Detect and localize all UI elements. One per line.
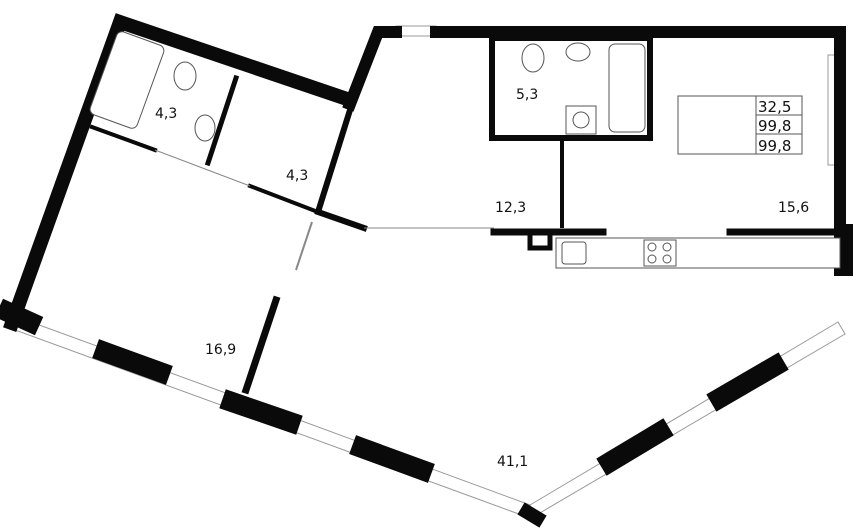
wall-storage — [247, 183, 321, 215]
wall-hall — [314, 106, 368, 232]
kitchen-counter — [555, 237, 841, 269]
pier — [596, 418, 674, 476]
burner — [662, 254, 672, 264]
pier — [349, 435, 435, 483]
wall-bedroom — [241, 295, 281, 395]
wall-top-left — [3, 13, 359, 332]
room-area-bathroom-2: 5,3 — [516, 87, 538, 103]
toilet-icon — [173, 61, 197, 91]
room-area-hallway: 12,3 — [495, 200, 526, 216]
wall-top-right — [430, 26, 846, 276]
total-area-2: 99,8 — [758, 137, 791, 155]
bathtub-icon — [89, 31, 165, 129]
door-bedroom — [295, 221, 313, 271]
toilet-icon — [521, 43, 545, 73]
pier — [0, 298, 44, 336]
kitchen-sink-icon — [561, 241, 587, 265]
window-living-right — [529, 321, 846, 518]
living-area: 32,5 — [758, 98, 791, 116]
bathtub-icon — [608, 43, 646, 133]
summary-box — [755, 95, 803, 155]
door-bath1 — [154, 149, 251, 187]
washer-drum-icon — [572, 111, 590, 129]
burner — [647, 254, 657, 264]
room-area-bathroom-1: 4,3 — [155, 106, 177, 122]
outer-walls — [0, 13, 853, 528]
room-area-hall-storage: 4,3 — [286, 168, 308, 184]
burner — [647, 242, 657, 252]
room-labels: 4,3 4,3 5,3 12,3 15,6 16,9 41,1 — [155, 87, 809, 470]
total-area: 99,8 — [758, 117, 791, 135]
pier — [92, 339, 173, 385]
pier — [706, 352, 789, 412]
pier — [219, 389, 303, 435]
sink-icon — [565, 42, 591, 62]
pier — [517, 502, 547, 528]
wall-slant — [342, 26, 402, 112]
shaft — [527, 229, 553, 251]
wall-bath2 — [489, 35, 653, 141]
area-summary: 32,5 99,8 99,8 — [755, 95, 803, 155]
sink-icon — [194, 114, 216, 142]
wall-bath1 — [89, 124, 158, 153]
wall-bath1-storage — [204, 74, 240, 167]
burner — [662, 242, 672, 252]
interior-walls — [89, 35, 844, 395]
bed-icon — [677, 95, 759, 155]
room-area-bedroom-1: 16,9 — [205, 342, 236, 358]
fixtures — [89, 31, 841, 269]
room-area-bedroom-2: 15,6 — [778, 200, 809, 216]
room-area-living-kitchen: 41,1 — [497, 454, 528, 470]
